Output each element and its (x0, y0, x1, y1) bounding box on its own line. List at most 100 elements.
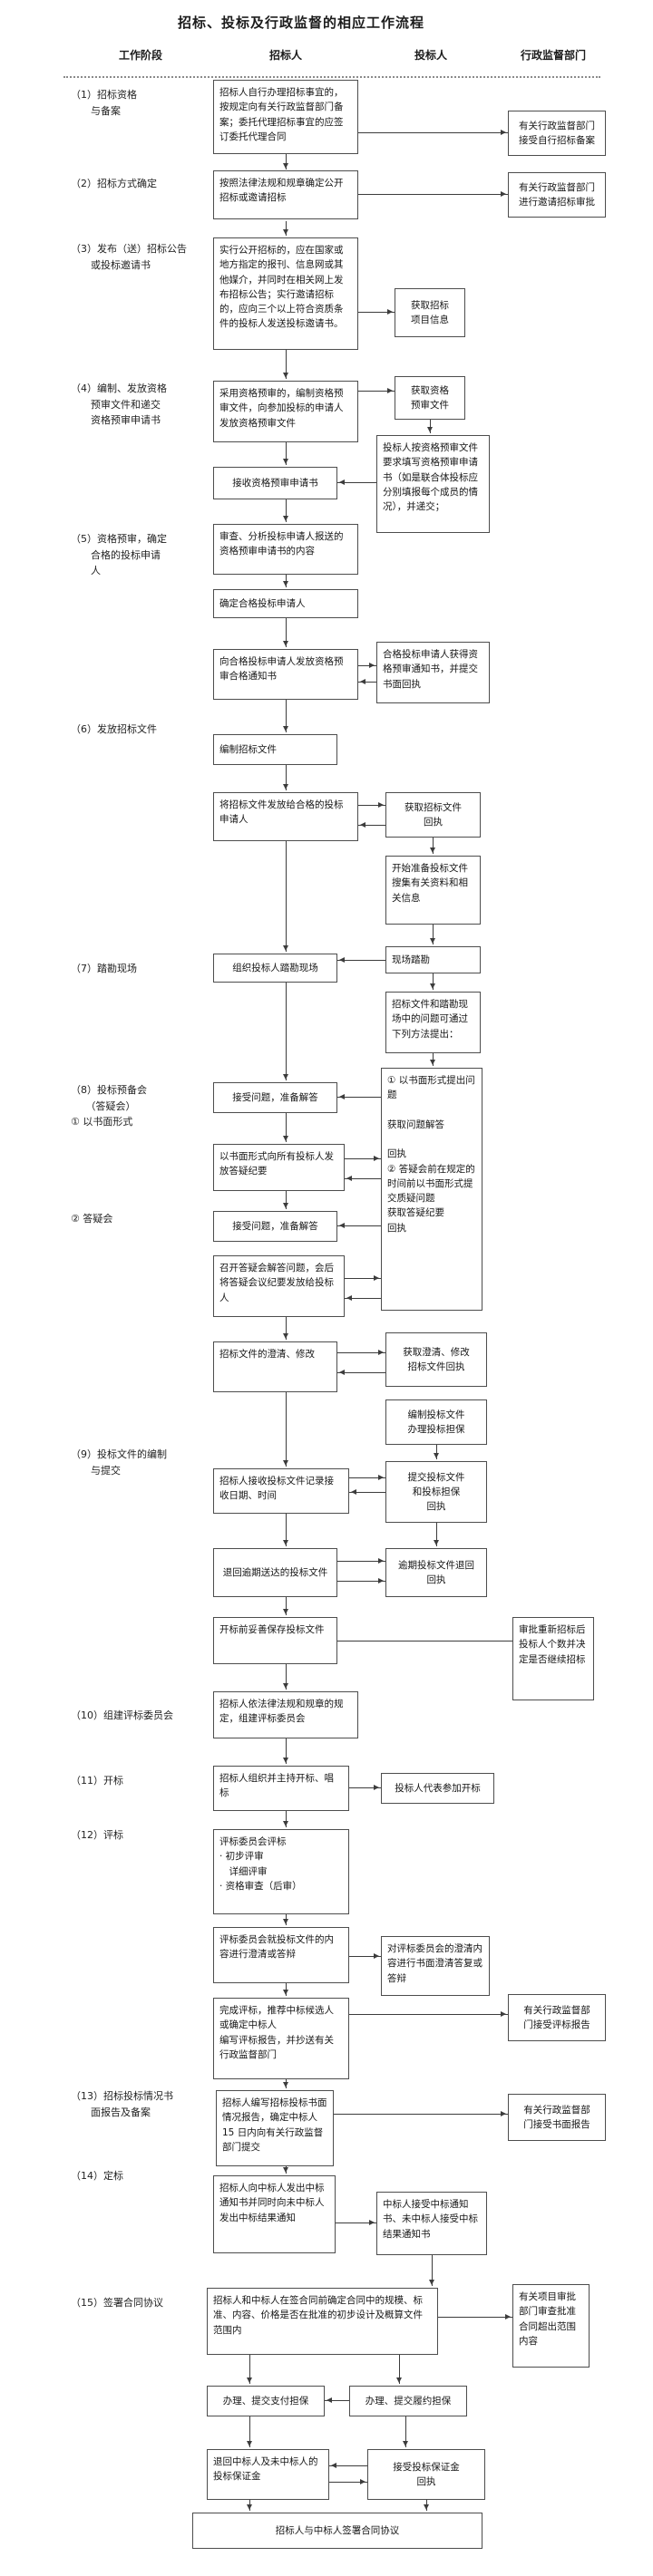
arrow-down (283, 221, 288, 236)
arrow-right (358, 662, 376, 668)
phase-label-11: （11）开标 (71, 1775, 123, 1787)
arrow-right (349, 1784, 381, 1790)
phase-label-12: （12）评标 (71, 1829, 123, 1841)
arrow-right (358, 129, 508, 135)
tenderer-box-review-application: 审查、分析投标申请人报送的资格预审申请书的内容 (213, 524, 358, 575)
phase-label-7: （7）踏勘现场 (71, 963, 137, 974)
arrow-left (358, 821, 385, 828)
arrow-left (325, 2397, 349, 2403)
arrow-down (283, 1317, 288, 1340)
arrow-right (337, 1349, 385, 1355)
phase-label-6: （6）发放招标文件 (71, 723, 157, 735)
arrow-down (283, 350, 288, 379)
column-header-phase: 工作阶段 (118, 49, 162, 62)
bidder-box-accept-deposit-receipt: 接受投标保证金 回执 (367, 2449, 485, 2500)
arrow-right (438, 2313, 512, 2319)
arrow-down (283, 983, 288, 1080)
phase-label-4: （4）编制、发放资格 预审文件和递交 资格预审申请书 (71, 383, 167, 427)
arrow-down (247, 2355, 252, 2384)
tenderer-box-return-deposit: 退回中标人及未中标人的投标保证金 (207, 2449, 329, 2500)
arrow-right (358, 387, 395, 393)
bidder-box-site-survey: 现场踏勘 (385, 946, 481, 973)
arrow-right (337, 1577, 385, 1583)
tenderer-box-accept-questions-1: 接受问题，准备解答 (213, 1082, 337, 1113)
arrow-left (337, 479, 376, 485)
arrow-right (349, 1474, 385, 1480)
phase-label-1: （1）招标资格 与备案 (71, 89, 137, 117)
arrow-down (247, 2416, 252, 2447)
tenderer-box-qualified-applicants: 确定合格投标申请人 (213, 589, 358, 618)
bidder-box-get-prequal-notice: 合格投标申请人获得资格预审通知书，并提交书面回执 (376, 642, 490, 703)
tenderer-box-contract-check: 招标人和中标人在签合同前确定合同中的规模、标准、内容、价格是否在批准的初步设计及… (207, 2288, 438, 2355)
arrow-down (430, 838, 435, 854)
arrow-down (424, 2500, 429, 2511)
tenderer-box-written-report: 招标人编写招标投标书面情况报告，确定中标人 15 日内向有关行政监督部门提交 (216, 2090, 334, 2166)
supervisor-box-accept-filing: 有关行政监督部门 接受自行招标备案 (508, 111, 606, 156)
tenderer-box-open-bids: 招标人组织并主持开标、唱标 (213, 1766, 349, 1811)
arrow-left (345, 1175, 381, 1181)
arrow-right (329, 2478, 367, 2484)
arrow-left (337, 1093, 381, 1099)
box-sign-contract: 招标人与中标人签署合同协议 (192, 2513, 482, 2549)
tenderer-box-finish-evaluation: 完成评标，推荐中标候选人或确定中标人 编写评标报告，并抄送有关行政监督部门 (213, 1998, 349, 2079)
arrow-down (283, 1738, 288, 1764)
tenderer-box-written-minutes: 以书面形式向所有投标人发放答疑纪要 (213, 1144, 345, 1191)
arrow-down (430, 973, 435, 990)
arrow-down (283, 841, 288, 952)
bidder-box-get-prequal-docs: 获取资格 预审文件 (395, 376, 465, 420)
phase-label-15: （15）签署合同协议 (71, 2297, 163, 2309)
bidder-box-attend-opening: 投标人代表参加开标 (381, 1773, 494, 1804)
tenderer-box-accept-questions-2: 接受问题，准备解答 (213, 1211, 337, 1242)
arrow-down (283, 2079, 288, 2088)
bidder-box-fill-prequal-application: 投标人按资格预审文件要求填写资格预审申请书（如是联合体投标应分别填报每个成员的情… (376, 435, 490, 533)
header-divider (63, 76, 600, 78)
supervisor-box-contract-review: 有关项目审批部门审查批准合同超出范围内容 (512, 2284, 590, 2368)
arrow-down (283, 618, 288, 647)
phase-label-10: （10）组建评标委员会 (71, 1709, 173, 1721)
tenderer-box-method: 按照法律法规和规章确定公开招标或邀请招标 (213, 170, 358, 219)
bidder-box-written-clarification: 对评标委员会的澄清内容进行书面澄清答复或答辩 (381, 1936, 490, 1996)
tenderer-box-self-handle-filing: 招标人自行办理招标事宜的，按规定向有关行政监督部门备案；委托代理招标事宜的应签订… (213, 80, 358, 154)
tenderer-box-site-visit: 组织投标人踏勘现场 (213, 954, 337, 983)
bidder-box-get-project-info: 获取招标 项目信息 (395, 288, 465, 337)
bidder-box-performance-guarantee: 办理、提交履约担保 (349, 2386, 467, 2416)
bidder-box-get-clarification-receipt: 获取澄清、修改 招标文件回执 (385, 1332, 487, 1387)
column-header-bidder: 投标人 (414, 49, 447, 62)
arrow-down (283, 1914, 288, 1925)
arrow-right (358, 308, 395, 315)
tenderer-box-safekeep-bids: 开标前妥善保存投标文件 (213, 1617, 337, 1664)
tenderer-box-announcement: 实行公开招标的，应在国家或地方指定的报刊、信息网或其他媒介，并同时在相关网上发布… (213, 237, 358, 350)
phase-label-8b: ② 答疑会 (71, 1213, 113, 1225)
arrow-down (283, 700, 288, 732)
arrow-left (329, 2462, 367, 2468)
page-title: 招标、投标及行政监督的相应工作流程 (177, 15, 424, 31)
arrow-down (283, 1811, 288, 1827)
tenderer-box-issue-notice: 向合格投标申请人发放资格预审合格通知书 (213, 649, 358, 700)
arrow-down (283, 1113, 288, 1142)
arrow-down (283, 1983, 288, 1996)
arrow-down (283, 499, 288, 522)
tenderer-box-return-late-bids: 退回逾期送达的投标文件 (213, 1548, 337, 1597)
arrow-right (337, 1557, 385, 1564)
arrow-down (434, 1523, 439, 1546)
phase-label-9: （9）投标文件的编制 与提交 (71, 1448, 167, 1477)
arrow-down (283, 1514, 288, 1546)
arrow-down (283, 442, 288, 465)
phase-label-5: （5）资格预审，确定 合格的投标申请 人 (71, 533, 167, 577)
supervisor-box-rebid-approval: 审批重新招标后投标人个数并决定是否继续招标 (512, 1617, 594, 1700)
arrow-down (283, 575, 288, 587)
bidder-box-late-bid-receipt: 逾期投标文件退回 回执 (385, 1548, 487, 1597)
arrow-down (403, 2416, 408, 2447)
arrow-right (358, 801, 385, 808)
arrow-left (358, 678, 376, 684)
arrow-down (429, 2255, 434, 2286)
arrow-right (345, 1155, 381, 1161)
supervisor-box-accept-evaluation-report: 有关行政监督部 门接受评标报告 (508, 1994, 606, 2041)
phase-label-8: （8）投标预备会 （答疑会） ① 以书面形式 (71, 1084, 147, 1128)
arrow-down (283, 765, 288, 790)
arrow-left (349, 1488, 385, 1495)
tenderer-box-clarify-modify: 招标文件的澄清、修改 (213, 1341, 337, 1392)
phase-label-3: （3）发布（送）招标公告 或投标邀请书 (71, 243, 187, 271)
bidder-box-prepare-bid-guarantee: 编制投标文件 办理投标担保 (385, 1399, 487, 1445)
phase-label-14: （14）定标 (71, 2170, 123, 2182)
